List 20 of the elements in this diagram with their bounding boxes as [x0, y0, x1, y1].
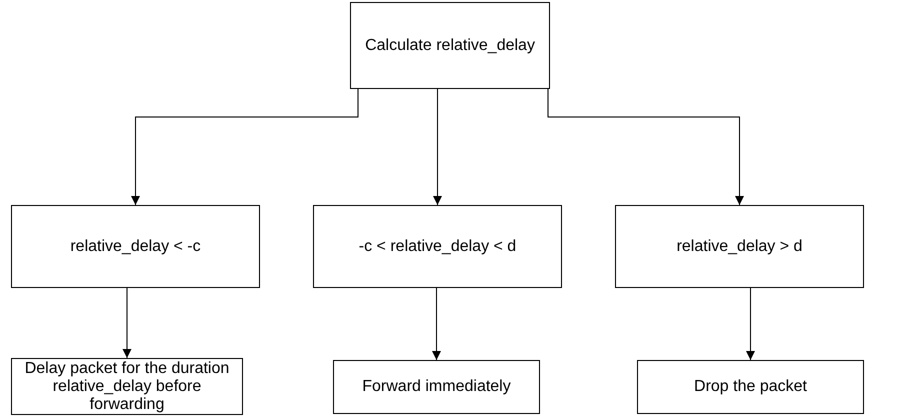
process-box	[350, 2, 550, 89]
box-text: Forward immediately	[362, 378, 511, 396]
box-text: Calculate relative_delay	[365, 36, 535, 54]
box-text: -c < relative_delay < d	[358, 238, 516, 256]
process-box	[11, 358, 243, 415]
process-box	[11, 205, 260, 288]
process-box	[333, 360, 540, 414]
box-text: Drop the packet	[694, 378, 807, 396]
arrow	[432, 288, 441, 360]
process-box	[637, 360, 864, 414]
box-text: Delay packet for the duration relative_delay before forwarding	[24, 360, 230, 414]
arrow	[746, 288, 755, 360]
box-text: relative_delay > d	[676, 238, 802, 256]
arrow	[433, 88, 442, 206]
arrow	[548, 88, 744, 206]
box-text: relative_delay < -c	[70, 238, 201, 256]
process-box	[615, 205, 864, 288]
arrow	[131, 88, 358, 206]
process-box	[313, 205, 562, 288]
arrow	[122, 288, 132, 358]
